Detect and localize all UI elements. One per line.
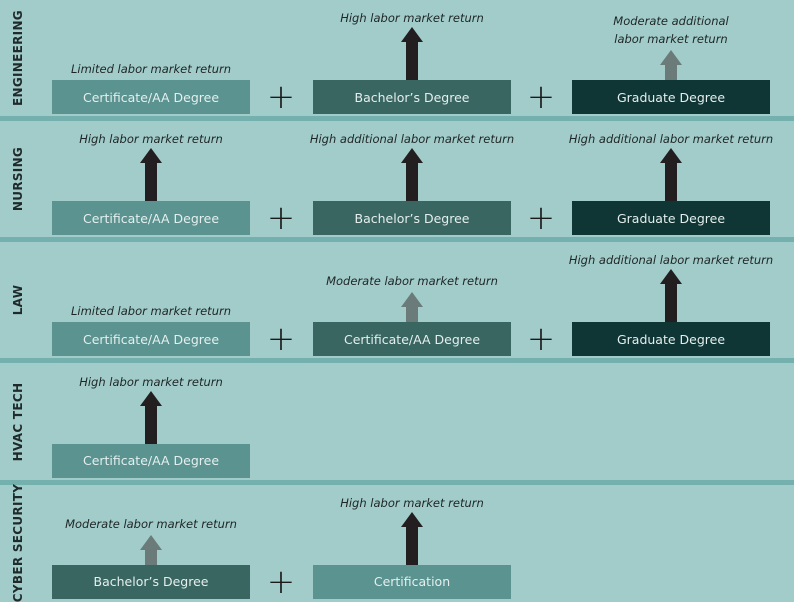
- degree-box: Bachelor’s Degree: [52, 564, 250, 599]
- section-nursing: NURSING Certificate/AA Degree High labor m…: [0, 121, 794, 239]
- return-label: Moderate additional labor market return: [551, 12, 791, 48]
- return-label-line: Limited labor market return: [71, 304, 231, 319]
- return-label-line: High labor market return: [340, 495, 484, 510]
- return-label-line: High labor market return: [79, 374, 223, 389]
- degree-box: Certification: [313, 564, 511, 599]
- moderate-return-arrow-icon: [401, 292, 423, 323]
- degree-box: Bachelor’s Degree: [313, 80, 511, 114]
- return-label: Moderate labor market return: [31, 515, 271, 533]
- return-label: High labor market return: [31, 130, 271, 148]
- section-title: LAW: [11, 285, 25, 316]
- return-label-line: labor market return: [614, 32, 728, 46]
- section-title: NURSING: [11, 147, 25, 212]
- degree-box: Graduate Degree: [572, 80, 770, 114]
- return-label-line: High additional labor market return: [568, 132, 774, 147]
- section-divider: [0, 358, 794, 364]
- section-title: CYBER SECURITY: [11, 483, 25, 602]
- return-label: High additional labor market return: [551, 130, 791, 148]
- section-title: ENGINEERING: [11, 10, 25, 106]
- high-return-arrow-icon: [660, 269, 682, 323]
- section-divider: [0, 116, 794, 121]
- section-divider: [0, 479, 794, 485]
- return-label: High labor market return: [292, 494, 532, 512]
- high-return-arrow-icon: [660, 148, 682, 202]
- return-label-line: High labor market return: [79, 132, 223, 147]
- plus-icon: +: [266, 77, 296, 117]
- plus-icon: +: [266, 198, 296, 239]
- return-label-line: Moderate labor market return: [326, 274, 498, 289]
- degree-box: Certificate/AA Degree: [52, 80, 250, 114]
- return-label: High labor market return: [31, 373, 271, 391]
- plus-icon: +: [526, 198, 556, 239]
- return-label-line: High additional labor market return: [568, 253, 774, 268]
- degree-box: Certificate/AA Degree: [52, 443, 250, 478]
- section-law: LAW Certificate/AA Degree Limited labor ma…: [0, 242, 794, 360]
- degree-box: Graduate Degree: [572, 322, 770, 357]
- high-return-arrow-icon: [401, 148, 423, 202]
- section-cyber-security: CYBER SECURITY Bachelor’s Degree Moderate …: [0, 483, 794, 602]
- high-return-arrow-icon: [140, 390, 162, 444]
- high-return-arrow-icon: [401, 511, 423, 565]
- plus-icon: +: [526, 319, 556, 360]
- return-label: Limited labor market return: [31, 302, 271, 320]
- degree-box: Certificate/AA Degree: [313, 322, 511, 357]
- high-return-arrow-icon: [140, 148, 162, 202]
- return-label: Limited labor market return: [31, 60, 271, 78]
- section-divider: [0, 237, 794, 243]
- return-label: High additional labor market return: [551, 251, 791, 269]
- degree-box: Certificate/AA Degree: [52, 322, 250, 357]
- return-label-line: Moderate labor market return: [65, 516, 237, 531]
- degree-box: Graduate Degree: [572, 201, 770, 236]
- moderate-return-arrow-icon: [140, 534, 162, 565]
- moderate-return-arrow-icon: [660, 50, 682, 80]
- return-label: High additional labor market return: [292, 130, 532, 148]
- return-label: High labor market return: [292, 9, 532, 27]
- return-label-line: Moderate additional: [613, 14, 729, 28]
- section-title: HVAC TECH: [11, 382, 25, 461]
- return-label-line: High labor market return: [340, 11, 484, 25]
- return-label-line: Limited labor market return: [71, 62, 231, 76]
- high-return-arrow-icon: [401, 27, 423, 80]
- plus-icon: +: [526, 77, 556, 117]
- plus-icon: +: [266, 561, 296, 602]
- section-hvac-tech: HVAC TECH Certificate/AA Degree High labor…: [0, 363, 794, 480]
- return-label-line: High additional labor market return: [309, 132, 515, 147]
- return-label: Moderate labor market return: [292, 272, 532, 290]
- degree-box: Bachelor’s Degree: [313, 201, 511, 236]
- section-engineering: ENGINEERING Certificate/AA Degree Limited …: [0, 0, 794, 116]
- plus-icon: +: [266, 319, 296, 360]
- degree-box: Certificate/AA Degree: [52, 201, 250, 236]
